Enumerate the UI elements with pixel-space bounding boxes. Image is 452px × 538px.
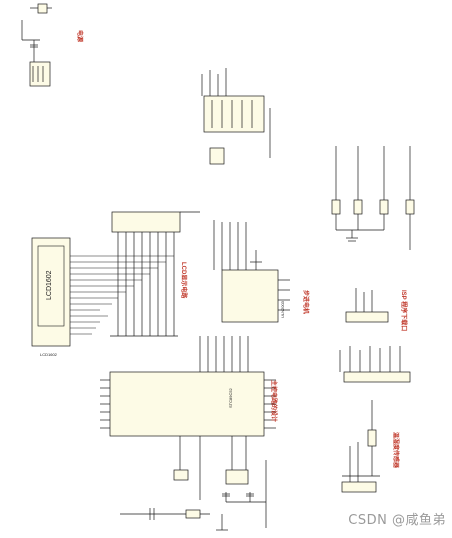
buttons-section xyxy=(331,146,415,250)
driver-ref-label: ULN2003 xyxy=(280,300,285,318)
mcu-chip xyxy=(100,335,276,437)
temp-sensor-label: 温湿度传感器 xyxy=(392,432,400,469)
lcd-interface-label: LCD显示电路 xyxy=(180,262,188,299)
driver-chip xyxy=(213,220,290,323)
power-label: 电源 xyxy=(76,30,84,42)
mcu-ref-label: STC89C52 xyxy=(228,387,233,408)
serial-port xyxy=(339,288,411,383)
power-section xyxy=(21,3,52,87)
oscillator-section xyxy=(120,436,267,531)
temp-sensor-section xyxy=(341,400,380,493)
lcd-chip-label: LCD1602 xyxy=(46,270,53,300)
stepper-label: 步进电机 xyxy=(302,290,310,314)
u1-header xyxy=(111,211,200,336)
lcd-module xyxy=(31,237,174,347)
lcd-ref-label: LCD1602 xyxy=(40,352,58,357)
main-design-label: 主控电路的设计 xyxy=(270,380,278,422)
serial-port-label: ISP 程序下载口 xyxy=(400,290,408,331)
watermark: CSDN @咸鱼弟 xyxy=(348,513,446,528)
stepper-connector xyxy=(201,68,271,165)
